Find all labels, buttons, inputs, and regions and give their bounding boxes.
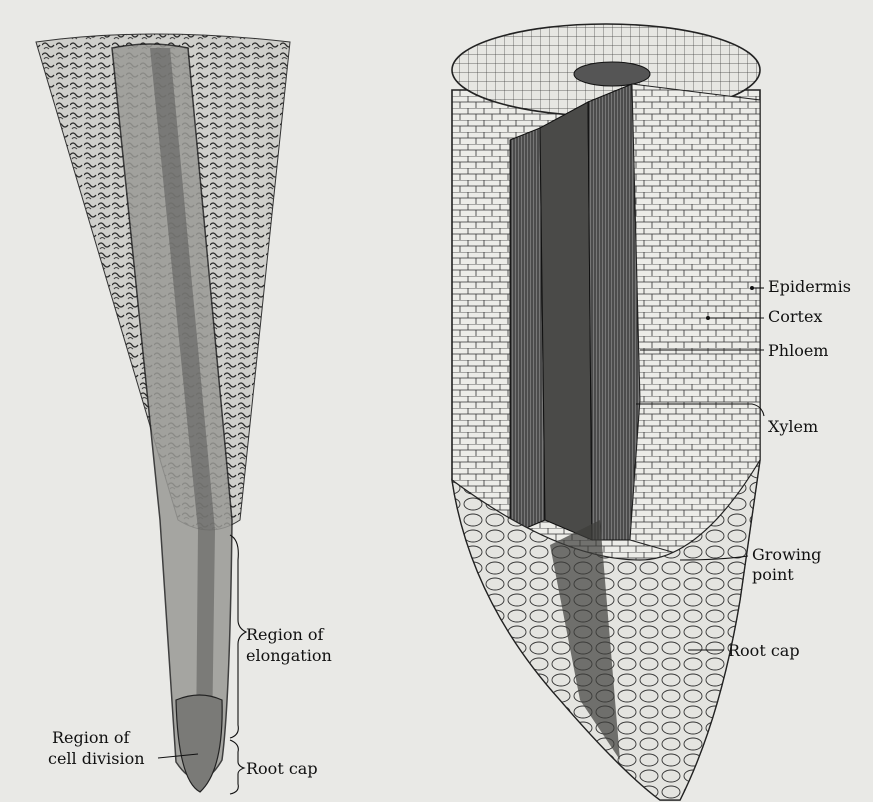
dot-epidermis: [750, 286, 754, 290]
dot-cortex: [706, 316, 710, 320]
label-cortex: Cortex: [768, 307, 822, 326]
label-growing-point-line2: point: [752, 565, 794, 584]
label-region-of-cell-division-line2: cell division: [48, 749, 145, 768]
root-hair-drawing: [36, 34, 290, 792]
root-cross-section-drawing: [452, 24, 760, 800]
label-region-of-elongation-line1: Region of: [246, 625, 325, 644]
label-root-cap-right: Root cap: [728, 641, 800, 660]
cut-face-stele: [540, 102, 592, 540]
brace-elongation: [230, 535, 246, 738]
brace-root-cap-left: [230, 740, 244, 794]
label-region-of-elongation-line2: elongation: [246, 646, 332, 665]
root-tip: [176, 695, 222, 792]
cut-face-dark-left: [510, 128, 545, 535]
cut-face-cortex: [630, 84, 760, 560]
label-xylem: Xylem: [768, 417, 818, 436]
label-growing-point-line1: Growing: [752, 545, 821, 564]
label-root-cap-left: Root cap: [246, 759, 318, 778]
label-phloem: Phloem: [768, 341, 828, 360]
cut-face-vascular: [588, 84, 640, 540]
label-epidermis: Epidermis: [768, 277, 851, 296]
stele-center: [574, 62, 650, 86]
label-region-of-cell-division-line1: Region of: [52, 728, 131, 747]
